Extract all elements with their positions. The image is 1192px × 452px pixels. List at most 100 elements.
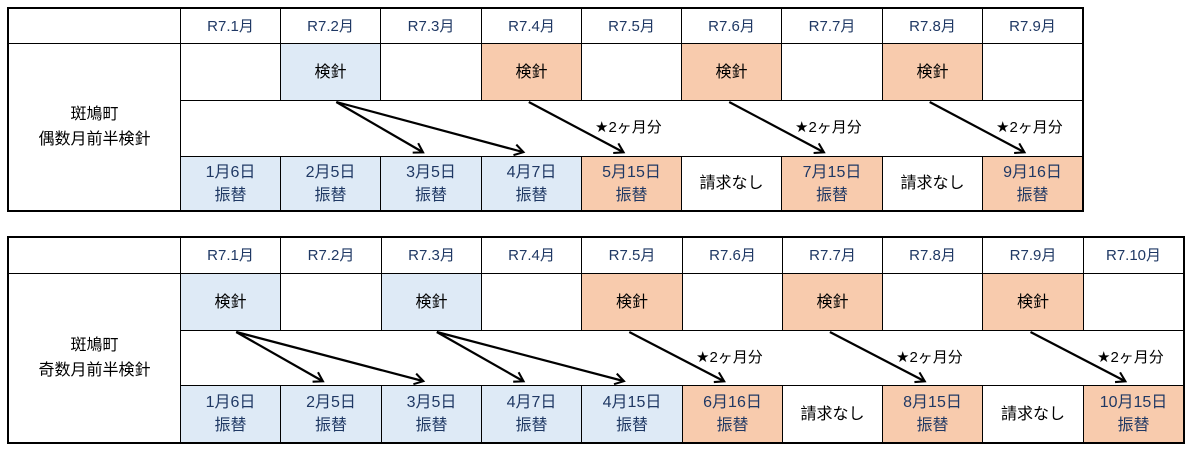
transfer-cell-line: 振替 [1117,417,1150,434]
transfer-cell-line: 請求なし [1000,405,1065,423]
transfer-date-cell: 3月5日振替 [381,385,482,443]
transfer-cell-line: 4月7日 [506,394,557,411]
transfer-cell-line: 振替 [515,186,548,204]
month-header-cell: R7.9月 [982,237,1084,274]
row-label-line: 奇数月前半検針 [38,362,151,379]
transfer-cell-line: 9月16日 [1003,163,1062,181]
month-header-cell: R7.2月 [280,8,381,44]
transfer-cell-line: 振替 [314,186,347,204]
transfer-cell-line: 振替 [615,186,648,204]
meter-reading-cell [882,273,983,331]
month-header-cell: R7.1月 [180,237,281,274]
meter-reading-cell: 検針 [381,273,482,331]
meter-reading-cell: 検針 [581,273,683,331]
no-billing-cell: 請求なし [882,156,983,211]
month-header-cell: R7.4月 [481,8,582,44]
transfer-cell-line: 振替 [716,417,749,434]
transfer-cell-line: 振替 [414,186,447,204]
transfer-date-cell: 1月6日振替 [180,156,281,211]
meter-reading-cell [581,43,682,101]
meter-reading-cell: 検針 [280,43,381,101]
transfer-cell-line: 振替 [916,417,949,434]
transfer-cell-line: 請求なし [900,175,965,192]
row-label: 斑鳩町偶数月前半検針 [8,43,181,211]
meter-reading-cell [1083,273,1184,331]
transfer-cell-line: 5月15日 [602,163,661,181]
month-header-cell: R7.3月 [380,8,482,44]
no-billing-cell: 請求なし [782,385,883,443]
two-month-star-label: ★2ヶ月分 [896,349,963,366]
transfer-cell-line: 請求なし [699,175,764,192]
transfer-date-cell: 4月7日振替 [481,156,582,211]
transfer-cell-line: 振替 [815,186,848,204]
two-month-star-label: ★2ヶ月分 [696,349,763,366]
transfer-date-cell: 8月15日振替 [882,385,983,443]
corner-cell [8,8,181,44]
row-label: 斑鳩町奇数月前半検針 [8,273,181,443]
transfer-cell-line: 1月6日 [205,394,256,411]
transfer-cell-line: 振替 [214,417,247,434]
month-header-cell: R7.4月 [481,237,582,274]
month-header-cell: R7.6月 [681,8,782,44]
meter-reading-cell [280,273,382,331]
transfer-cell-line: 7月15日 [802,163,862,181]
meter-reading-cell: 検針 [180,273,281,331]
transfer-date-cell: 7月15日振替 [781,156,883,211]
row-label-line: 斑鳩町 [70,106,119,123]
meter-reading-cell [180,43,281,101]
meter-reading-cell [982,43,1083,101]
transfer-date-cell: 10月15日振替 [1083,385,1184,443]
row-label-line: 斑鳩町 [70,337,119,354]
meter-reading-cell: 検針 [982,273,1084,331]
transfer-cell-line: 4月15日 [602,394,662,411]
transfer-cell-line: 振替 [214,186,247,204]
transfer-cell-line: 3月5日 [406,163,456,181]
transfer-date-cell: 2月5日振替 [280,156,381,211]
month-header-cell: R7.8月 [882,237,983,274]
month-header-cell: R7.2月 [280,237,382,274]
two-month-star-label: ★2ヶ月分 [595,119,662,136]
transfer-date-cell: 6月16日振替 [682,385,783,443]
transfer-date-cell: 5月15日振替 [581,156,682,211]
transfer-date-cell: 1月6日振替 [180,385,281,443]
two-month-star-label: ★2ヶ月分 [996,119,1063,136]
transfer-cell-line: 10月15日 [1099,394,1168,411]
row-label-line: 偶数月前半検針 [38,131,151,148]
transfer-date-cell: 2月5日振替 [280,385,382,443]
month-header-cell: R7.9月 [982,8,1083,44]
transfer-cell-line: 6月16日 [703,394,762,411]
transfer-date-cell: 4月7日振替 [481,385,582,443]
transfer-cell-line: 振替 [515,417,548,434]
no-billing-cell: 請求なし [982,385,1084,443]
month-header-cell: R7.6月 [682,237,783,274]
meter-reading-cell [781,43,883,101]
month-header-cell: R7.8月 [882,8,983,44]
transfer-cell-line: 振替 [1016,186,1049,204]
transfer-date-cell: 3月5日振替 [380,156,482,211]
meter-reading-cell [682,273,783,331]
transfer-date-cell: 9月16日振替 [982,156,1083,211]
month-header-cell: R7.7月 [782,237,883,274]
two-month-star-label: ★2ヶ月分 [795,119,862,136]
transfer-cell-line: 2月5日 [306,394,356,411]
meter-reading-cell [481,273,582,331]
month-header-cell: R7.10月 [1083,237,1184,274]
transfer-cell-line: 8月15日 [903,394,962,411]
arrow-band [180,330,1184,386]
transfer-cell-line: 振替 [314,417,347,434]
no-billing-cell: 請求なし [681,156,782,211]
transfer-cell-line: 4月7日 [506,163,557,181]
meter-reading-cell: 検針 [681,43,782,101]
month-header-cell: R7.5月 [581,8,682,44]
meter-reading-cell: 検針 [782,273,883,331]
month-header-cell: R7.5月 [581,237,683,274]
month-header-cell: R7.7月 [781,8,883,44]
corner-cell [8,237,181,274]
transfer-date-cell: 4月15日振替 [581,385,683,443]
two-month-star-label: ★2ヶ月分 [1097,349,1164,366]
meter-reading-cell [380,43,482,101]
month-header-cell: R7.3月 [381,237,482,274]
transfer-cell-line: 振替 [615,417,648,434]
transfer-cell-line: 振替 [415,417,448,434]
